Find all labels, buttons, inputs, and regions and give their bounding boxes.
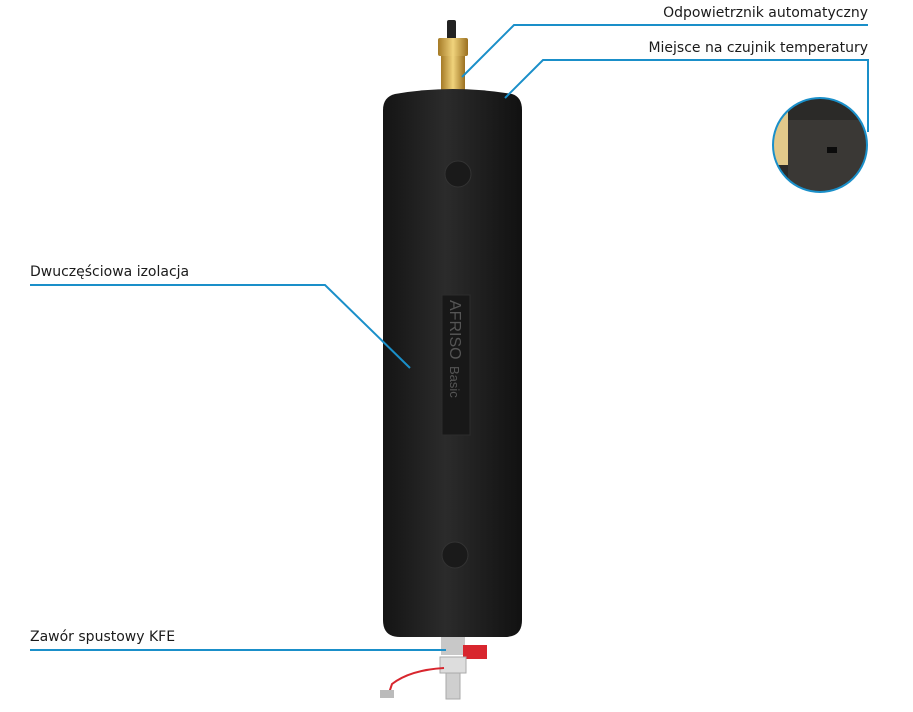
embossed-mark-top	[444, 160, 472, 188]
brand-plate	[441, 294, 471, 436]
label-drain-valve: Zawór spustowy KFE	[30, 629, 176, 645]
label-insulation: Dwuczęściowa izolacja	[30, 264, 190, 280]
drain-valve	[380, 637, 487, 700]
air-vent-fitting	[438, 20, 468, 92]
label-sensor-place: Miejsce na czujnik temperatury	[648, 40, 868, 56]
svg-text:Basic: Basic	[447, 366, 462, 398]
sensor-detail-inset	[772, 97, 868, 193]
embossed-mark-bottom	[441, 541, 469, 569]
label-air-vent: Odpowietrznik automatyczny	[663, 5, 868, 21]
insulation-tank: AFRISO Basic	[383, 89, 522, 637]
brand-mark-text: AFRISO	[446, 300, 463, 360]
leader-line-sensor	[504, 59, 869, 132]
leader-line-insulation	[30, 284, 411, 369]
leader-line-air-vent	[461, 24, 868, 78]
